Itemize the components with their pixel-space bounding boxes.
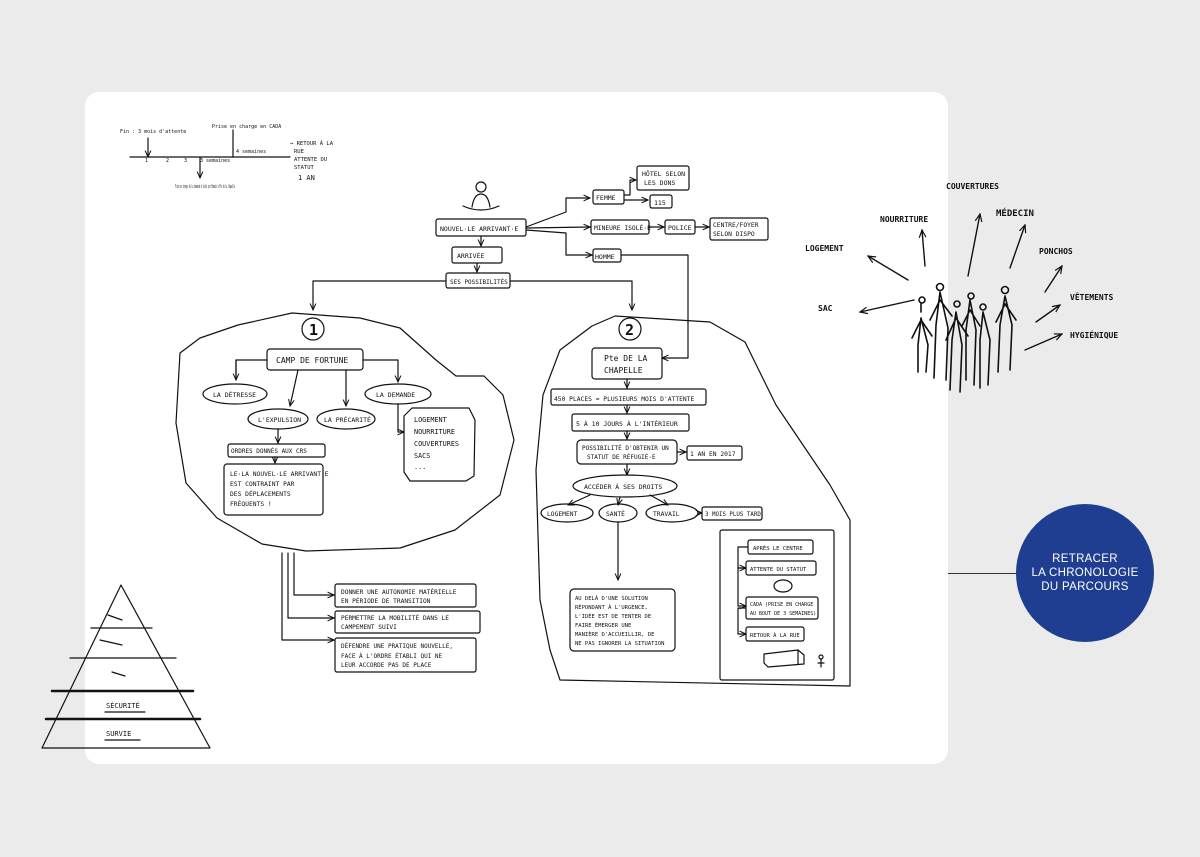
police-label: POLICE	[668, 224, 692, 232]
outcome-2-line-2: CAMPEMENT SUIVI	[341, 624, 397, 631]
contraint-line-3: DES DÉPLACEMENTS	[230, 489, 291, 498]
chapelle-line-2: CHAPELLE	[604, 366, 643, 375]
timeline-day-3: 3	[184, 158, 187, 164]
homme-label: HOMME	[595, 253, 615, 261]
timeline-top-a: Fin : 3 mois d'attente	[120, 129, 186, 135]
centre-line-1: CENTRE/FOYER	[713, 222, 759, 229]
outcome-1-line-1: DONNER UNE AUTONOMIE MATÉRIELLE	[341, 587, 457, 596]
need-sac: SAC	[818, 304, 833, 313]
need-hygienique: HYGIÉNIQUE	[1070, 329, 1118, 340]
detresse-label: LA DÉTRESSE	[213, 390, 256, 399]
need-logement: LOGEMENT	[805, 244, 844, 253]
jours-label: 5 À 10 JOURS À L'INTÉRIEUR	[576, 419, 678, 428]
timeline-bottom: Prise en charge de la demande d'asile pa…	[175, 183, 235, 190]
timeline-weeks-4: 4 semaines	[236, 149, 266, 155]
contraint-line-4: FRÉQUENTS !	[230, 499, 272, 508]
timeline-sketch	[129, 129, 291, 178]
outcome-1-line-2: EN PÉRIODE DE TRANSITION	[341, 596, 431, 605]
zone-2-number: 2	[625, 321, 634, 339]
chronology-button-line-3: DU PARCOURS	[1041, 581, 1129, 593]
droit-travail: TRAVAIL	[653, 511, 680, 518]
timeline-day-1: 1	[145, 158, 148, 164]
zone-2-lines	[535, 315, 851, 687]
chronology-button-line-2: LA CHRONOLOGIE	[1031, 567, 1139, 579]
pyramid-survie: SURVIE	[106, 730, 131, 738]
need-medecin: MÉDECIN	[996, 207, 1034, 219]
solution-line-3: L'IDÉE EST DE TENTER DE	[575, 612, 651, 620]
attente-label: ATTENTE DU STATUT	[750, 567, 807, 573]
femme-label: FEMME	[596, 194, 616, 202]
possibilites-label: SES POSSIBILITÉS	[450, 278, 508, 286]
droits-label: ACCÉDER À SES DROITS	[584, 482, 662, 491]
people-needs-sketch	[911, 282, 1017, 393]
cada-line-2: AU BOUT DE 3 SEMAINES)	[750, 611, 816, 617]
droit-logement: LOGEMENT	[547, 511, 578, 518]
centre-line-2: SELON DISPO	[713, 231, 755, 238]
need-nourriture: NOURRITURE	[880, 215, 928, 224]
need-item-1: LOGEMENT	[414, 416, 447, 424]
timeline-end-year: 1 AN	[298, 174, 315, 182]
need-item-5: ...	[414, 463, 426, 471]
need-item-4: SACS	[414, 452, 430, 460]
sketch-board	[85, 92, 948, 764]
needs-pyramid	[41, 584, 211, 749]
need-vetements: VÊTEMENTS	[1070, 291, 1114, 302]
chronology-button-line-1: RETRACER	[1052, 553, 1118, 565]
pyramid-securite: SÉCURITÉ	[106, 701, 140, 710]
newcomer-label: NOUVEL·LE ARRIVANT·E	[440, 225, 518, 233]
demande-label: LA DEMANDE	[376, 391, 415, 399]
camp-label: CAMP DE FORTUNE	[276, 356, 348, 365]
need-ponchos: PONCHOS	[1039, 247, 1073, 256]
zone-1-lines	[175, 312, 515, 673]
needs-arrows	[860, 214, 1062, 351]
solution-line-2: RÉPONDANT À L'URGENCE,	[575, 603, 648, 611]
timeline-day-2: 2	[166, 158, 169, 164]
need-couvertures: COUVERTURES	[946, 182, 999, 191]
contraint-line-2: EST CONTRAINT PAR	[230, 481, 295, 488]
solution-line-6: NE PAS IGNORER LA SITUATION	[575, 641, 664, 647]
arrivee-label: ARRIVÉE	[457, 251, 484, 260]
timeline-end-1: → RETOUR À LA	[290, 140, 334, 147]
timeline-top-b: Prise en charge en CADA	[212, 124, 281, 130]
droit-sante: SANTÉ	[606, 509, 625, 518]
solution-line-1: AU DELÀ D'UNE SOLUTION	[575, 595, 648, 602]
an-2017-label: 1 AN EN 2017	[690, 451, 736, 458]
top-flow-lines	[313, 165, 769, 358]
timeline-end-3: ATTENTE DU	[294, 157, 327, 163]
statut-line-1: POSSIBILITÉ D'OBTENIR UN	[582, 444, 669, 452]
zone-1-number: 1	[309, 321, 318, 339]
solution-line-4: FAIRE ÉMERGER UNE	[575, 621, 631, 629]
hotel-line-2: LES DONS	[644, 179, 675, 187]
num-115: 115	[654, 199, 666, 207]
places-label: 450 PLACES = PLUSIEURS MOIS D'ATTENTE	[554, 396, 694, 403]
outcome-3-line-2: FACE À L'ORDRE ÉTABLI QUI NE	[341, 652, 443, 660]
ordres-label: ORDRES DONNÉS AUX CRS	[231, 447, 307, 455]
contraint-line-1: LE·LA NOUVEL·LE ARRIVANT·E	[230, 471, 329, 478]
chronology-button[interactable]: RETRACER LA CHRONOLOGIE DU PARCOURS	[1016, 504, 1154, 642]
apres-label: APRÈS LE CENTRE	[753, 544, 803, 552]
outcome-2-line-1: PERMETTRE LA MOBILITÉ DANS LE	[341, 613, 449, 622]
hotel-line-1: HÔTEL SELON	[642, 169, 685, 178]
cta-connector-line	[948, 573, 1016, 574]
need-item-3: COUVERTURES	[414, 440, 459, 448]
timeline-end-2: RUE	[294, 149, 304, 155]
cada-line-1: CADA (PRISE EN CHARGE	[750, 602, 813, 608]
retour-label: RETOUR À LA RUE	[750, 632, 800, 639]
timeline-weeks-3: 3 semaines	[200, 158, 230, 164]
timeline-end-4: STATUT	[294, 165, 315, 171]
solution-line-5: MANIÈRE D'ACCUEILLIR, DE	[575, 630, 654, 638]
expulsion-label: L'EXPULSION	[258, 416, 301, 424]
statut-line-2: STATUT DE RÉFUGIÉ·E	[587, 453, 656, 461]
precarite-label: LA PRÉCARITÉ	[324, 415, 371, 424]
need-item-2: NOURRITURE	[414, 428, 455, 436]
chapelle-line-1: Pte DE LA	[604, 354, 648, 363]
outcome-3-line-3: LEUR ACCORDE PAS DE PLACE	[341, 662, 432, 669]
mineur-label: MINEURE ISOLÉ·E	[594, 223, 651, 232]
outcome-3-line-1: DÉFENDRE UNE PRATIQUE NOUVELLE,	[341, 642, 453, 650]
plus-tard-label: 3 MOIS PLUS TARD	[705, 512, 761, 518]
